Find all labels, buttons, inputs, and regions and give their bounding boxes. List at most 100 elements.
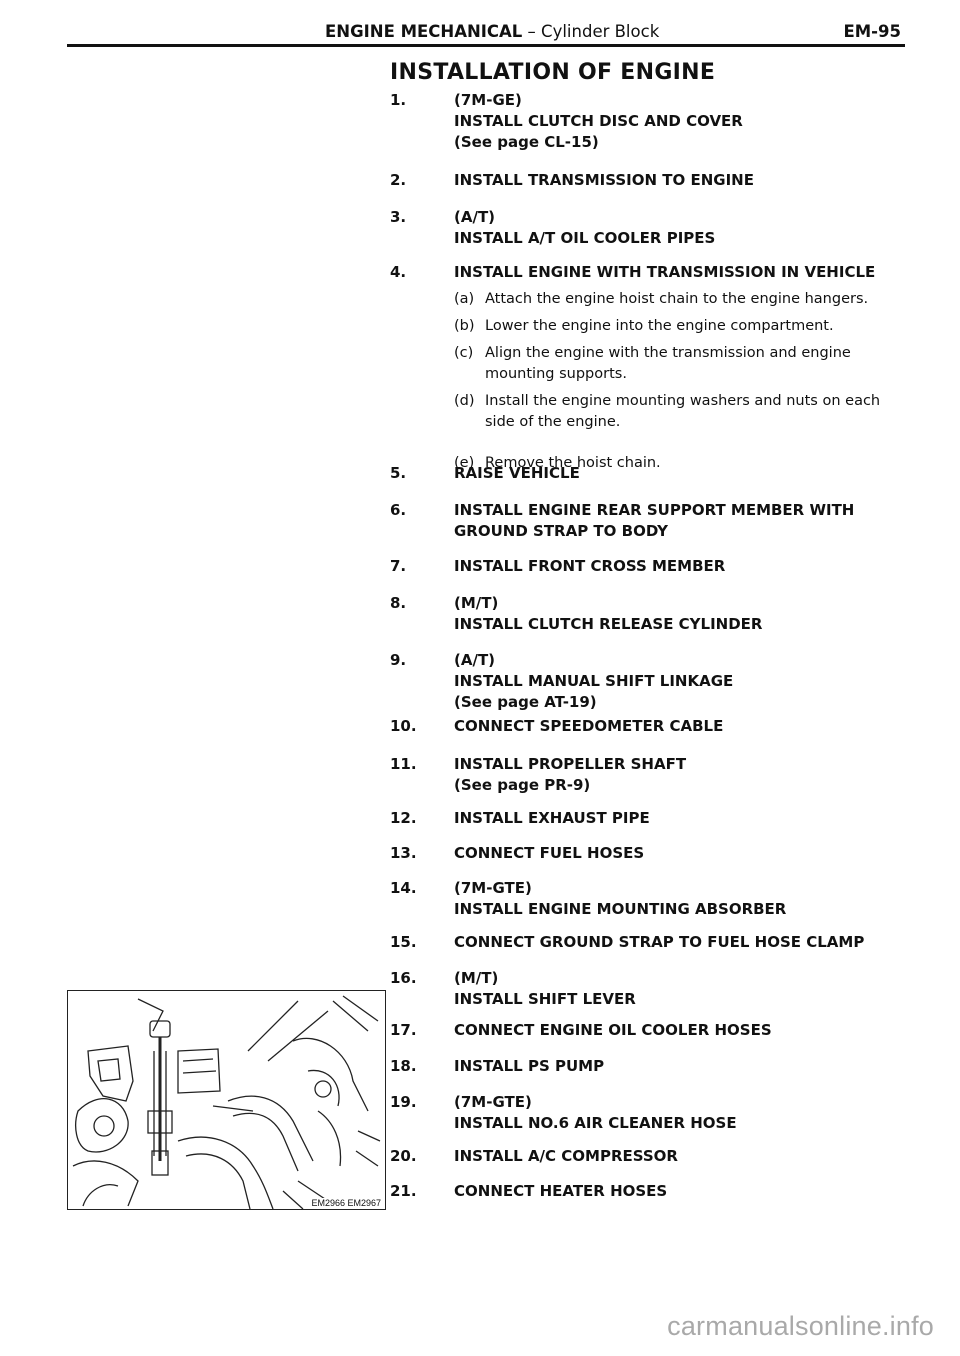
step-line: INSTALL EXHAUST PIPE <box>454 809 650 827</box>
step-line: INSTALL ENGINE REAR SUPPORT MEMBER WITH <box>454 501 855 519</box>
substep-text: Install the engine mounting washers and … <box>485 391 905 433</box>
step-line: (A/T) <box>454 208 496 226</box>
step-line: CONNECT ENGINE OIL COOLER HOSES <box>454 1021 772 1039</box>
figure-code: EM2966 EM2967 <box>309 1198 383 1208</box>
step-number: 6. <box>390 501 407 519</box>
substep-text: Align the engine with the transmission a… <box>485 343 905 385</box>
step-line: INSTALL ENGINE WITH TRANSMISSION IN VEHI… <box>454 263 876 281</box>
step-number: 14. <box>390 879 417 897</box>
step-text: INSTALL PROPELLER SHAFT (See page PR-9) <box>454 754 904 796</box>
page-header: ENGINE MECHANICAL – Cylinder Block EM-95 <box>67 20 905 47</box>
step-text: RAISE VEHICLE <box>454 463 904 484</box>
step-text: CONNECT GROUND STRAP TO FUEL HOSE CLAMP <box>454 932 904 953</box>
step-line: INSTALL PS PUMP <box>454 1057 605 1075</box>
substep-text: Remove the hoist chain. <box>485 453 905 474</box>
step-line: (A/T) <box>454 651 496 669</box>
step-text: (M/T) INSTALL CLUTCH RELEASE CYLINDER <box>454 593 904 635</box>
header-title-subsection: – Cylinder Block <box>522 22 660 41</box>
step-text: (M/T) INSTALL SHIFT LEVER <box>454 968 904 1010</box>
substep-letter: (c) <box>454 345 474 361</box>
step-line: CONNECT GROUND STRAP TO FUEL HOSE CLAMP <box>454 933 865 951</box>
watermark: carmanualsonline.info <box>667 1311 934 1341</box>
step-line: CONNECT FUEL HOSES <box>454 844 645 862</box>
step-line: INSTALL FRONT CROSS MEMBER <box>454 557 726 575</box>
step-number: 2. <box>390 171 407 189</box>
step-line: (M/T) <box>454 969 499 987</box>
substep-letter: (e) <box>454 455 475 471</box>
step-line: (See page PR-9) <box>454 776 591 794</box>
header-title-section: ENGINE MECHANICAL <box>325 22 523 41</box>
step-line: INSTALL CLUTCH RELEASE CYLINDER <box>454 615 763 633</box>
step-number: 11. <box>390 755 417 773</box>
step-number: 20. <box>390 1147 417 1165</box>
step-line: (7M-GTE) <box>454 1093 532 1111</box>
step-text: CONNECT FUEL HOSES <box>454 843 904 864</box>
substep-line: Align the engine with the transmission a… <box>485 345 851 361</box>
step-line: RAISE VEHICLE <box>454 464 580 482</box>
substep-letter: (a) <box>454 291 475 307</box>
section-title: INSTALLATION OF ENGINE <box>390 60 716 85</box>
step-number: 16. <box>390 969 417 987</box>
step-number: 15. <box>390 933 417 951</box>
step-number: 4. <box>390 263 407 281</box>
step-line: INSTALL A/C COMPRESSOR <box>454 1147 678 1165</box>
step-text: INSTALL TRANSMISSION TO ENGINE <box>454 170 904 191</box>
substep-text: Lower the engine into the engine compart… <box>485 316 905 337</box>
step-line: INSTALL ENGINE MOUNTING ABSORBER <box>454 900 787 918</box>
engine-hoist-drawing <box>72 995 381 1209</box>
step-text: INSTALL ENGINE WITH TRANSMISSION IN VEHI… <box>454 262 904 283</box>
page-number: EM-95 <box>843 22 901 41</box>
step-text: (A/T) INSTALL A/T OIL COOLER PIPES <box>454 207 904 249</box>
step-number: 7. <box>390 557 407 575</box>
step-number: 8. <box>390 594 407 612</box>
step-line: INSTALL A/T OIL COOLER PIPES <box>454 229 716 247</box>
step-number: 21. <box>390 1182 417 1200</box>
step-text: (7M-GE) INSTALL CLUTCH DISC AND COVER (See… <box>454 90 904 153</box>
engine-illustration: EM2966 EM2967 <box>67 990 386 1210</box>
substep-line: Attach the engine hoist chain to the eng… <box>485 291 869 307</box>
step-line: GROUND STRAP TO BODY <box>454 522 669 540</box>
step-text: INSTALL EXHAUST PIPE <box>454 808 904 829</box>
step-number: 18. <box>390 1057 417 1075</box>
substep-text: Attach the engine hoist chain to the eng… <box>485 289 905 310</box>
step-text: CONNECT SPEEDOMETER CABLE <box>454 716 904 737</box>
step-line: (7M-GTE) <box>454 879 532 897</box>
step-number: 13. <box>390 844 417 862</box>
step-number: 12. <box>390 809 417 827</box>
step-text: (7M-GTE) INSTALL NO.6 AIR CLEANER HOSE <box>454 1092 904 1134</box>
substep-line: Install the engine mounting washers and … <box>485 393 881 409</box>
step-line: INSTALL CLUTCH DISC AND COVER <box>454 112 743 130</box>
substep-line: mounting supports. <box>485 366 627 382</box>
step-text: CONNECT HEATER HOSES <box>454 1181 904 1202</box>
substep-letter: (b) <box>454 318 475 334</box>
step-line: INSTALL PROPELLER SHAFT <box>454 755 687 773</box>
step-text: INSTALL PS PUMP <box>454 1056 904 1077</box>
step-number: 17. <box>390 1021 417 1039</box>
substep-letter: (d) <box>454 393 475 409</box>
step-number: 9. <box>390 651 407 669</box>
substep-line: Lower the engine into the engine compart… <box>485 318 834 334</box>
step-line: INSTALL TRANSMISSION TO ENGINE <box>454 171 754 189</box>
step-text: (7M-GTE) INSTALL ENGINE MOUNTING ABSORBER <box>454 878 904 920</box>
step-text: CONNECT ENGINE OIL COOLER HOSES <box>454 1020 904 1041</box>
step-text: INSTALL ENGINE REAR SUPPORT MEMBER WITH G… <box>454 500 904 542</box>
step-line: INSTALL NO.6 AIR CLEANER HOSE <box>454 1114 737 1132</box>
step-number: 1. <box>390 91 407 109</box>
step-line: (See page AT-19) <box>454 693 597 711</box>
step-number: 3. <box>390 208 407 226</box>
step-text: (A/T) INSTALL MANUAL SHIFT LINKAGE (See pa… <box>454 650 904 713</box>
step-line: INSTALL SHIFT LEVER <box>454 990 636 1008</box>
step-line: (See page CL-15) <box>454 133 599 151</box>
step-number: 10. <box>390 717 417 735</box>
header-title: ENGINE MECHANICAL – Cylinder Block <box>325 22 659 41</box>
step-line: INSTALL MANUAL SHIFT LINKAGE <box>454 672 734 690</box>
substep-line: side of the engine. <box>485 414 621 430</box>
step-line: CONNECT SPEEDOMETER CABLE <box>454 717 724 735</box>
step-number: 5. <box>390 464 407 482</box>
substep-line: Remove the hoist chain. <box>485 455 661 471</box>
step-text: INSTALL A/C COMPRESSOR <box>454 1146 904 1167</box>
step-line: (M/T) <box>454 594 499 612</box>
step-line: (7M-GE) <box>454 91 522 109</box>
step-line: CONNECT HEATER HOSES <box>454 1182 668 1200</box>
step-number: 19. <box>390 1093 417 1111</box>
